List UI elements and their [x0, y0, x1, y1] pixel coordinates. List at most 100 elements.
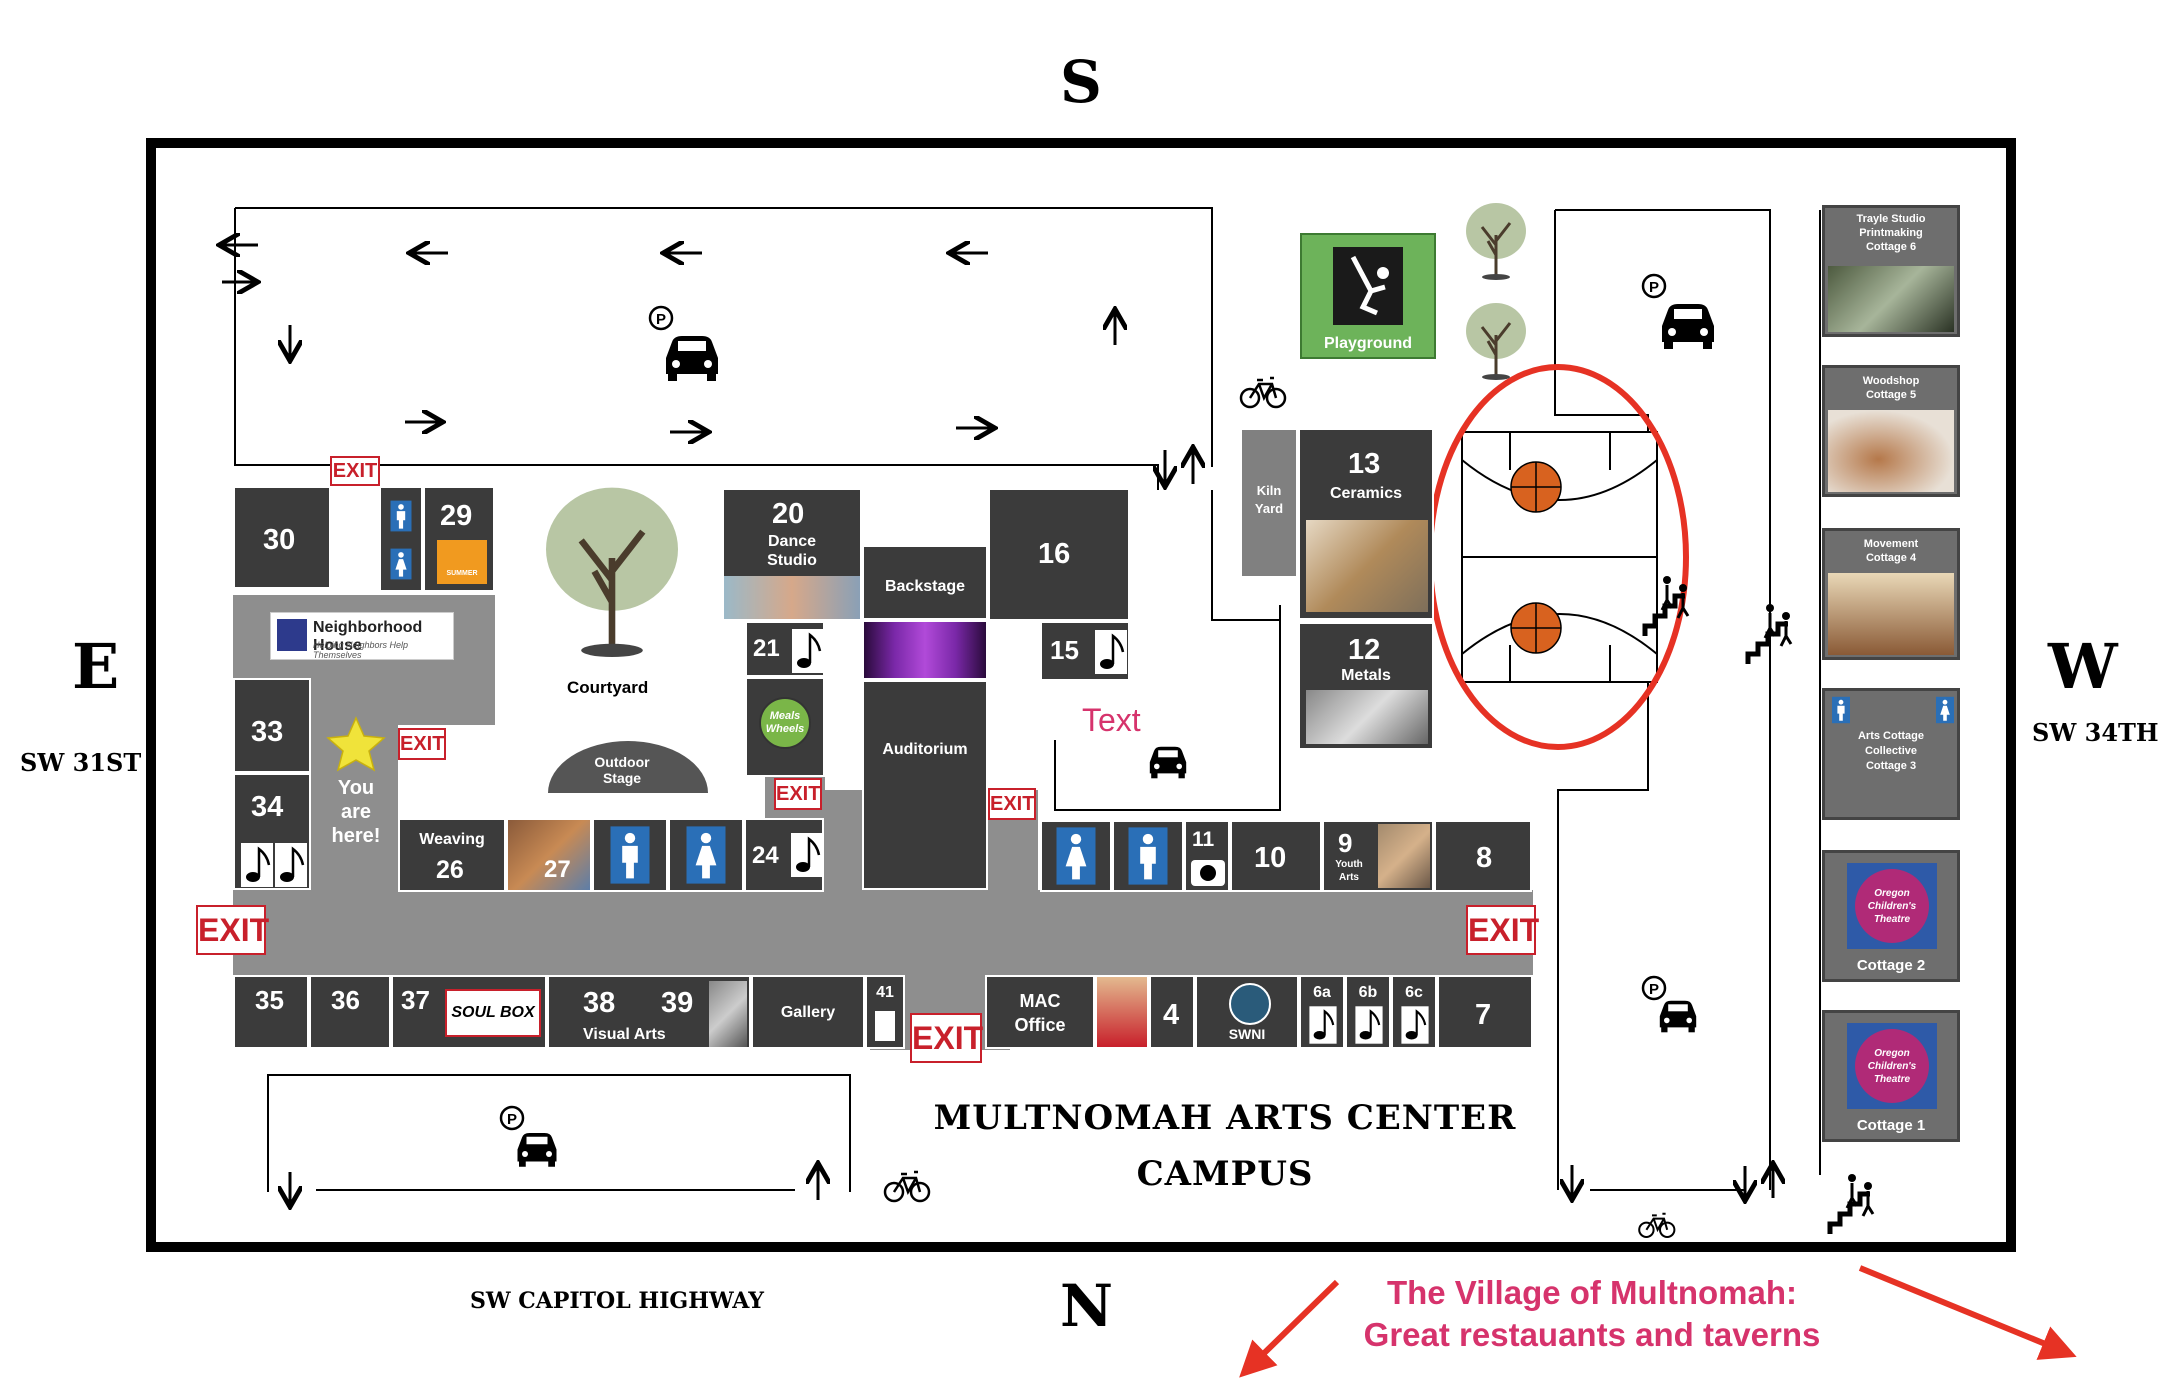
swni[interactable]: SWNI [1195, 975, 1299, 1049]
room-16-number: 16 [1038, 538, 1071, 570]
swni-label: SWNI [1228, 1026, 1266, 1042]
stage-line2: Stage [602, 770, 642, 786]
exit-sign: EXIT [1466, 905, 1539, 955]
room-26-number: 26 [436, 856, 464, 884]
street-west: SW 34TH [2032, 718, 2159, 747]
room-6a-number: 6a [1313, 984, 1331, 1001]
you-are-here-line1: You [337, 777, 375, 799]
you-are-here-line2: are [340, 801, 372, 823]
restroom-women-2[interactable] [1040, 820, 1112, 892]
stage-line1: Outdoor [594, 754, 650, 770]
room-41-number: 41 [876, 984, 894, 1001]
room-37[interactable]: 37 SOUL BOX [391, 975, 547, 1049]
auditorium-label: Auditorium [882, 741, 968, 758]
parking-sign-icon [875, 1011, 895, 1041]
meals-wheels-logo: Meals Wheels [759, 697, 811, 749]
room-30[interactable]: 30 [233, 486, 331, 589]
swni-logo [1229, 983, 1271, 1025]
room-26[interactable]: Weaving 26 [398, 818, 506, 892]
exit-sign: EXIT [398, 728, 446, 760]
room-35[interactable]: 35 [233, 975, 309, 1049]
room-13[interactable]: 13 Ceramics [1298, 428, 1434, 620]
compass-west: W [2048, 630, 2118, 703]
room-33[interactable]: 33 [233, 678, 311, 773]
soulbox-logo: SOUL BOX [445, 989, 541, 1037]
room-6c-number: 6c [1405, 984, 1423, 1001]
room-38-number: 38 [583, 987, 616, 1019]
room-4[interactable]: 4 [1149, 975, 1195, 1049]
playground[interactable]: Playground [1300, 233, 1436, 359]
restroom-woman-icon [686, 826, 726, 884]
music-note-icon [1094, 629, 1128, 675]
room-12[interactable]: 12 Metals [1298, 622, 1434, 750]
you-are-here-line3: here! [331, 825, 381, 847]
ceramics-image [1306, 520, 1428, 612]
compass-south: S [1060, 48, 1102, 116]
room-6b[interactable]: 6b [1345, 975, 1391, 1049]
restroom-woman-icon [1056, 827, 1096, 885]
music-note-icon [1400, 1005, 1430, 1045]
basketball-icon [1510, 602, 1562, 654]
room-10[interactable]: 10 [1230, 820, 1322, 892]
stage-curtain [862, 620, 988, 680]
room-36[interactable]: 36 [309, 975, 391, 1049]
exit-sign: EXIT [988, 788, 1036, 820]
room-27[interactable]: 27 [506, 818, 592, 892]
room-12-label: Metals [1341, 667, 1391, 684]
room-6c[interactable]: 6c [1391, 975, 1437, 1049]
text-label: Text [1082, 702, 1141, 738]
music-note-icon [1308, 1005, 1338, 1045]
room-8[interactable]: 8 [1434, 820, 1532, 892]
village-line1: The Village of Multnomah: [1386, 1274, 1798, 1311]
room-34[interactable]: 34 [233, 773, 311, 890]
restroom-man-icon [1832, 696, 1954, 724]
room-15[interactable]: 15 [1040, 621, 1130, 681]
restroom-men[interactable] [592, 818, 668, 892]
room-29[interactable]: 29 SUMMER [423, 486, 495, 592]
metals-image [1306, 690, 1428, 744]
room-16[interactable]: 16 [988, 488, 1130, 621]
room-11[interactable]: 11 [1184, 820, 1230, 892]
restroom-men-2[interactable] [1112, 820, 1184, 892]
auditorium[interactable]: Auditorium [862, 680, 988, 890]
room-6a[interactable]: 6a [1299, 975, 1345, 1049]
room-41[interactable]: 41 [865, 975, 905, 1049]
restroom-women[interactable] [668, 818, 744, 892]
campus-boundary [146, 138, 2016, 1252]
mac-office-photo [1095, 975, 1149, 1049]
room-38-39[interactable]: 38 39 Visual Arts [547, 975, 751, 1049]
room-30-number: 30 [263, 524, 296, 556]
room-20-number: 20 [772, 498, 805, 530]
gallery[interactable]: Gallery [751, 975, 865, 1049]
exit-sign: EXIT [196, 905, 269, 955]
restroom-block[interactable] [379, 486, 423, 592]
music-note-icon [790, 832, 824, 878]
room-21[interactable]: 21 [745, 621, 825, 677]
star-icon [326, 716, 386, 772]
backstage[interactable]: Backstage [862, 545, 988, 620]
village-line2: Great restauants and taverns [1363, 1316, 1821, 1353]
room-4-number: 4 [1163, 999, 1180, 1031]
room-35-number: 35 [255, 985, 284, 1015]
meals-on-wheels[interactable]: Meals Wheels [745, 677, 825, 777]
room-24[interactable]: 24 [744, 818, 824, 892]
campus-title-line2: CAMPUS [1136, 1154, 1314, 1194]
room-7[interactable]: 7 [1437, 975, 1533, 1049]
room-34-number: 34 [251, 791, 284, 823]
